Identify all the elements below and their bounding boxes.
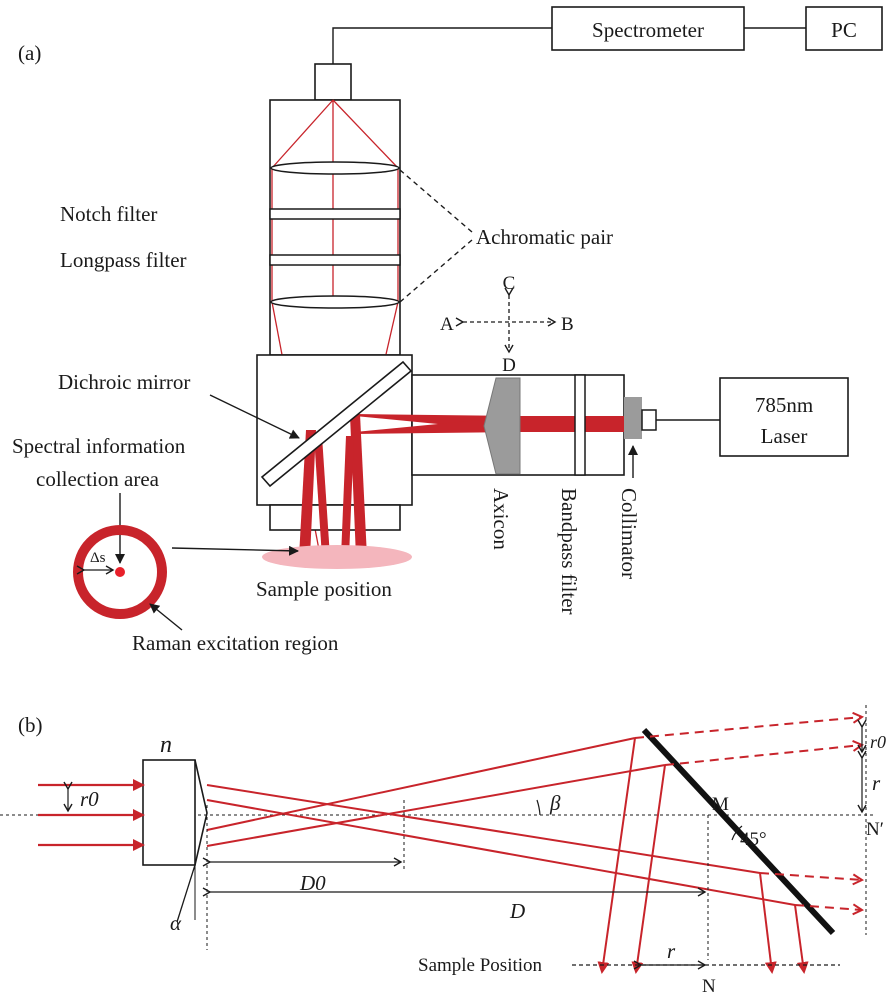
bandpass-filter-label: Bandpass filter [557,488,581,615]
direction-c-label: C [503,273,516,294]
raman-region-arrow [149,603,183,631]
objective-tube [269,504,401,531]
laser-box: 785nm Laser [719,377,849,457]
laser-label-line2: Laser [761,424,808,448]
refracted-rays [206,737,796,906]
r0-right-label: r0 [870,732,886,752]
panel-a-label: (a) [18,41,41,65]
alpha-label: α [170,911,182,935]
longpass-filter-label: Longpass filter [60,248,187,272]
achromatic-lens-lower [270,295,400,309]
spectral-collection-dot [115,567,125,577]
pc-box: PC [805,6,883,51]
achromatic-pair-label: Achromatic pair [476,225,613,249]
bandpass-filter-plate [574,374,586,476]
transmitted-rays [634,717,862,910]
laser-beam [355,414,628,434]
achromatic-pair-callout [399,169,473,303]
excitation-beams [299,414,367,557]
axicon-label: Axicon [489,488,513,550]
mirror-b [641,727,836,936]
sample-position-b-label: Sample Position [418,955,543,976]
n-prime-label: N′ [866,819,884,840]
refractive-index-label: n [160,732,172,758]
spectral-info-label-line2: collection area [36,467,160,491]
panel-a: (a) Spectrometer PC [12,6,883,655]
angle-45-label: 45° [740,829,767,850]
beta-label: β [549,791,561,815]
panel-b: (b) n α r0 [0,705,886,997]
axicon-body [142,759,196,866]
direction-a-label: A [440,314,454,335]
panel-b-label: (b) [18,713,43,737]
collimator-body [624,397,642,439]
laser-label-line1: 785nm [755,393,813,417]
dichroic-mirror-label: Dichroic mirror [58,370,190,394]
r0-left-label: r0 [80,787,99,811]
fiber-connector [314,63,352,101]
direction-d-label: D [502,355,516,376]
sample-position-label: Sample position [256,577,392,601]
fiber-cable [332,27,552,64]
direction-cross: A B C D [440,273,574,376]
notch-filter-plate [269,208,401,220]
delta-s-label: Δs [90,550,106,566]
angle-45-arc [731,825,743,841]
beta-arc [536,799,541,816]
spectral-info-label-line1: Spectral information [12,434,186,458]
raman-region-label: Raman excitation region [132,631,339,655]
alpha-line [176,864,196,923]
r-right-label: r [872,771,881,795]
sample-glow [262,545,412,569]
collimator-connector [641,409,657,431]
achromatic-lens-upper [270,161,400,175]
axicon-tip [194,759,208,866]
dichroic-arrow [209,394,300,439]
direction-b-label: B [561,314,574,335]
dichroic-mirror [260,360,413,488]
reflected-rays [597,737,809,974]
point-m-label: M [712,794,729,815]
axicon-element [483,377,521,475]
r-bottom-label: r [667,939,676,963]
spectrometer-label: Spectrometer [592,18,704,42]
ring-to-sample-arrow [171,545,299,556]
collection-tube [269,99,401,356]
n-bottom-label: N [702,976,716,997]
d-label: D [509,899,525,923]
notch-filter-label: Notch filter [60,202,157,226]
collimator-label: Collimator [617,488,641,579]
pc-label: PC [831,18,857,42]
spectrometer-box: Spectrometer [551,6,745,51]
input-rays [38,779,145,851]
reference-lines [206,705,867,960]
longpass-filter-plate [269,254,401,266]
